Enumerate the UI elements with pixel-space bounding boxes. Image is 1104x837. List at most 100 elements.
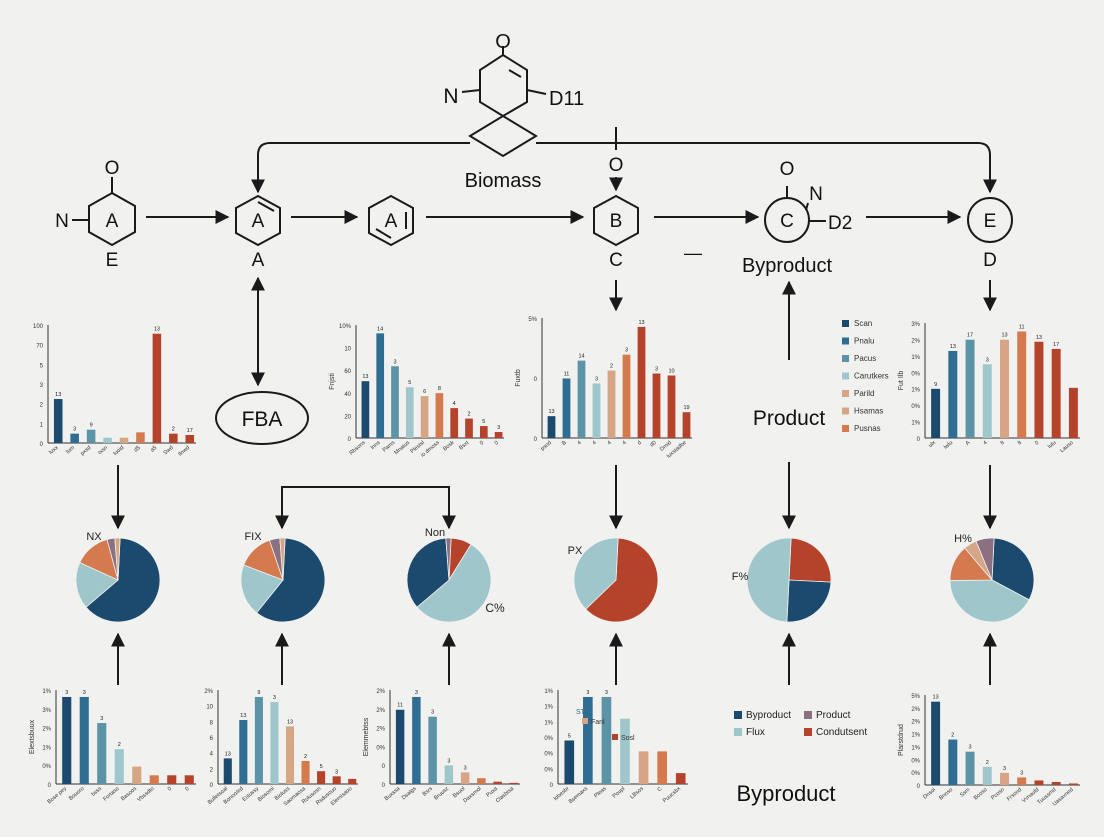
node-c-d-label: D2 (828, 213, 852, 234)
bar (583, 696, 593, 784)
pie-label: Non (425, 527, 445, 539)
fba-label: FBA (242, 408, 283, 431)
bar-value-label: 2 (118, 742, 121, 748)
bar (547, 416, 556, 438)
bar-value-label: 9 (257, 690, 260, 696)
bar (301, 760, 310, 784)
y-tick-label: 1% (544, 705, 553, 711)
bar-value-label: 3 (586, 690, 589, 696)
bar (361, 381, 370, 438)
legend-label: Byproduct (746, 710, 791, 721)
bar-value-label: 5 (320, 764, 323, 770)
node-e-label: E (984, 211, 997, 232)
y-tick-label: 0 (40, 442, 44, 448)
bar-value-label: 3 (273, 695, 276, 701)
legend-label: Scan (854, 319, 872, 328)
bar (638, 751, 649, 784)
bar-value-label: 3 (100, 716, 103, 722)
x-tick-label: lwlu (943, 440, 954, 451)
bar-value-label: 2 (986, 760, 989, 766)
bar-value-label: 10 (668, 369, 674, 375)
x-tick-label: 0 (184, 786, 190, 793)
bar (450, 408, 459, 438)
legend-title: ST (576, 709, 586, 716)
bar-value-label: 3 (497, 425, 500, 431)
x-tick-label: d5 (133, 445, 142, 454)
pie-4-chart: PX (568, 537, 659, 623)
bar (428, 716, 437, 784)
bar (119, 437, 129, 443)
bar-value-label: 13 (933, 695, 939, 701)
x-tick-label: a5 (150, 445, 159, 454)
bar-value-label: 3 (969, 745, 972, 751)
bar-value-label: 2 (951, 733, 954, 739)
bar (103, 437, 112, 443)
y-tick-label: 1% (42, 689, 51, 695)
node-a3-label: A (385, 211, 398, 232)
y-tick-label: 0% (911, 771, 920, 777)
pie-slice (573, 537, 619, 610)
bar (948, 350, 958, 438)
legend-swatch (842, 372, 849, 380)
bar (667, 375, 676, 438)
bar (948, 739, 958, 785)
bar (1000, 772, 1009, 785)
pie-slice (975, 537, 995, 581)
y-tick-label: 0 (550, 783, 554, 789)
node-a1-top-label: O (105, 158, 120, 179)
bar-value-label: 13 (154, 327, 160, 333)
legend-label: Pusnas (854, 424, 881, 433)
pie-label: NX (86, 531, 102, 543)
legend-label: Condutsent (816, 727, 867, 738)
pie-2-chart: FIX (240, 531, 326, 623)
bar-value-label: 14 (578, 354, 584, 360)
y-tick-label: 2% (42, 727, 51, 733)
node-e-bottom-label: D (983, 250, 997, 271)
x-tick-label: luoid (113, 445, 126, 457)
bar (405, 387, 414, 438)
y-tick-label: 3% (42, 708, 51, 714)
bar-value-label: 3 (83, 690, 86, 696)
bar (982, 766, 992, 785)
bar (62, 696, 72, 784)
y-tick-label: 1% (42, 745, 51, 751)
biomass-n-label: N (443, 85, 458, 108)
y-tick-label: 10 (206, 705, 213, 711)
y-tick-label: 2% (376, 708, 385, 714)
y-tick-label: 0% (911, 758, 920, 764)
bar (675, 773, 686, 784)
bar (332, 776, 341, 784)
pie-slice (416, 543, 492, 623)
pie-slice (256, 537, 326, 623)
pie-slice (406, 537, 450, 608)
bar-value-label: 11 (564, 371, 570, 377)
y-tick-label: 3% (911, 322, 920, 328)
pie-1-chart: NX (75, 531, 161, 623)
legend-swatch (842, 337, 849, 345)
y-tick-label: 0 (348, 437, 352, 443)
legend-swatch (842, 390, 849, 397)
x-tick-label: 0 (167, 786, 173, 793)
legend-swatch (734, 728, 742, 736)
bar (982, 364, 992, 438)
x-tick-label: Dsalgs (401, 786, 418, 802)
bar (657, 751, 667, 784)
bar-value-label: 17 (1053, 342, 1059, 348)
y-tick-label: 1% (911, 421, 920, 427)
bar (465, 418, 473, 438)
legend-swatch (842, 407, 849, 415)
x-tick-label: llnwd (178, 445, 191, 458)
y-tick-label: 1% (544, 720, 553, 726)
y-tick-label: 70 (36, 344, 43, 350)
x-tick-label: Buxssa (384, 785, 402, 802)
legend-label: Carutkers (854, 372, 889, 381)
x-tick-label: bsss (91, 786, 104, 798)
bar (1000, 339, 1009, 438)
bar (239, 720, 248, 784)
bar (376, 333, 385, 438)
y-axis-label: Fnjsti (329, 373, 336, 390)
bar (637, 326, 646, 438)
x-tick-label: ulx (928, 440, 937, 449)
